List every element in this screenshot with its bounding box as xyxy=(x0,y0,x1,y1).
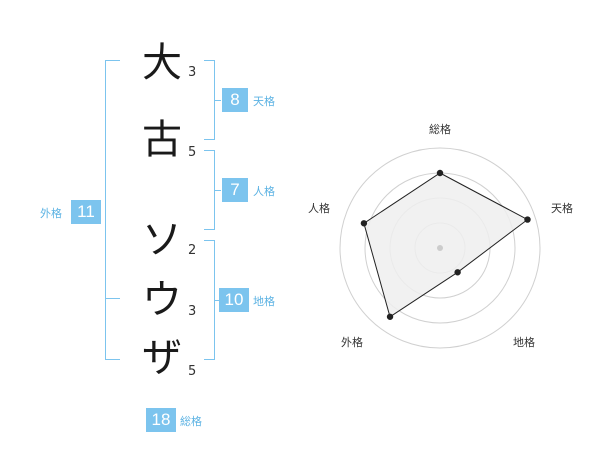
jinkaku-bracket-tick xyxy=(215,190,221,191)
tenkaku-bracket-tick xyxy=(215,100,221,101)
chikaku-bracket-tick xyxy=(215,300,221,301)
radar-point-3 xyxy=(386,313,394,320)
chikaku-bracket xyxy=(204,240,215,360)
gaikaku-label: 外格 xyxy=(40,207,62,220)
radar-chart xyxy=(339,147,541,349)
radar-points xyxy=(360,169,531,320)
radar-axis-label-tenkaku: 天格 xyxy=(551,202,573,215)
jinkaku-label: 人格 xyxy=(253,185,275,198)
jinkaku-value: 7 xyxy=(222,178,248,202)
stroke-count-4: 3 xyxy=(188,304,197,319)
gaikaku-value: 11 xyxy=(71,200,101,224)
stroke-count-1: 3 xyxy=(188,65,197,80)
tenkaku-label: 天格 xyxy=(253,95,275,108)
radar-axis-label-soukaku: 総格 xyxy=(429,123,451,136)
name-char-1: 大 xyxy=(142,40,182,86)
radar-axis-label-gaikaku: 外格 xyxy=(341,336,363,349)
name-char-3: ソ xyxy=(142,217,182,263)
radar-point-2 xyxy=(454,269,461,276)
radar-point-1 xyxy=(524,216,531,223)
stroke-count-2: 5 xyxy=(188,145,197,160)
radar-axis-label-jinkaku: 人格 xyxy=(308,202,330,215)
radar-axis-label-chikaku: 地格 xyxy=(513,336,535,349)
stroke-count-5: 5 xyxy=(188,364,197,379)
tenkaku-value: 8 xyxy=(222,88,248,112)
radar-point-0 xyxy=(436,169,444,177)
name-char-4: ウ xyxy=(142,277,182,323)
chikaku-label: 地格 xyxy=(253,295,275,308)
radar-polygon xyxy=(363,172,529,318)
tenkaku-bracket xyxy=(204,60,215,140)
name-char-2: 古 xyxy=(142,117,182,163)
stroke-count-3: 2 xyxy=(188,243,197,258)
soukaku-value: 18 xyxy=(146,408,176,432)
gaikaku-bracket xyxy=(105,60,120,360)
gaikaku-bracket-inner-tick xyxy=(105,298,120,299)
name-char-5: ザ xyxy=(142,335,182,381)
chikaku-value: 10 xyxy=(219,288,249,312)
jinkaku-bracket xyxy=(204,150,215,230)
radar-center-dot xyxy=(437,245,443,251)
soukaku-label: 総格 xyxy=(180,415,202,428)
radar-point-4 xyxy=(360,220,368,227)
